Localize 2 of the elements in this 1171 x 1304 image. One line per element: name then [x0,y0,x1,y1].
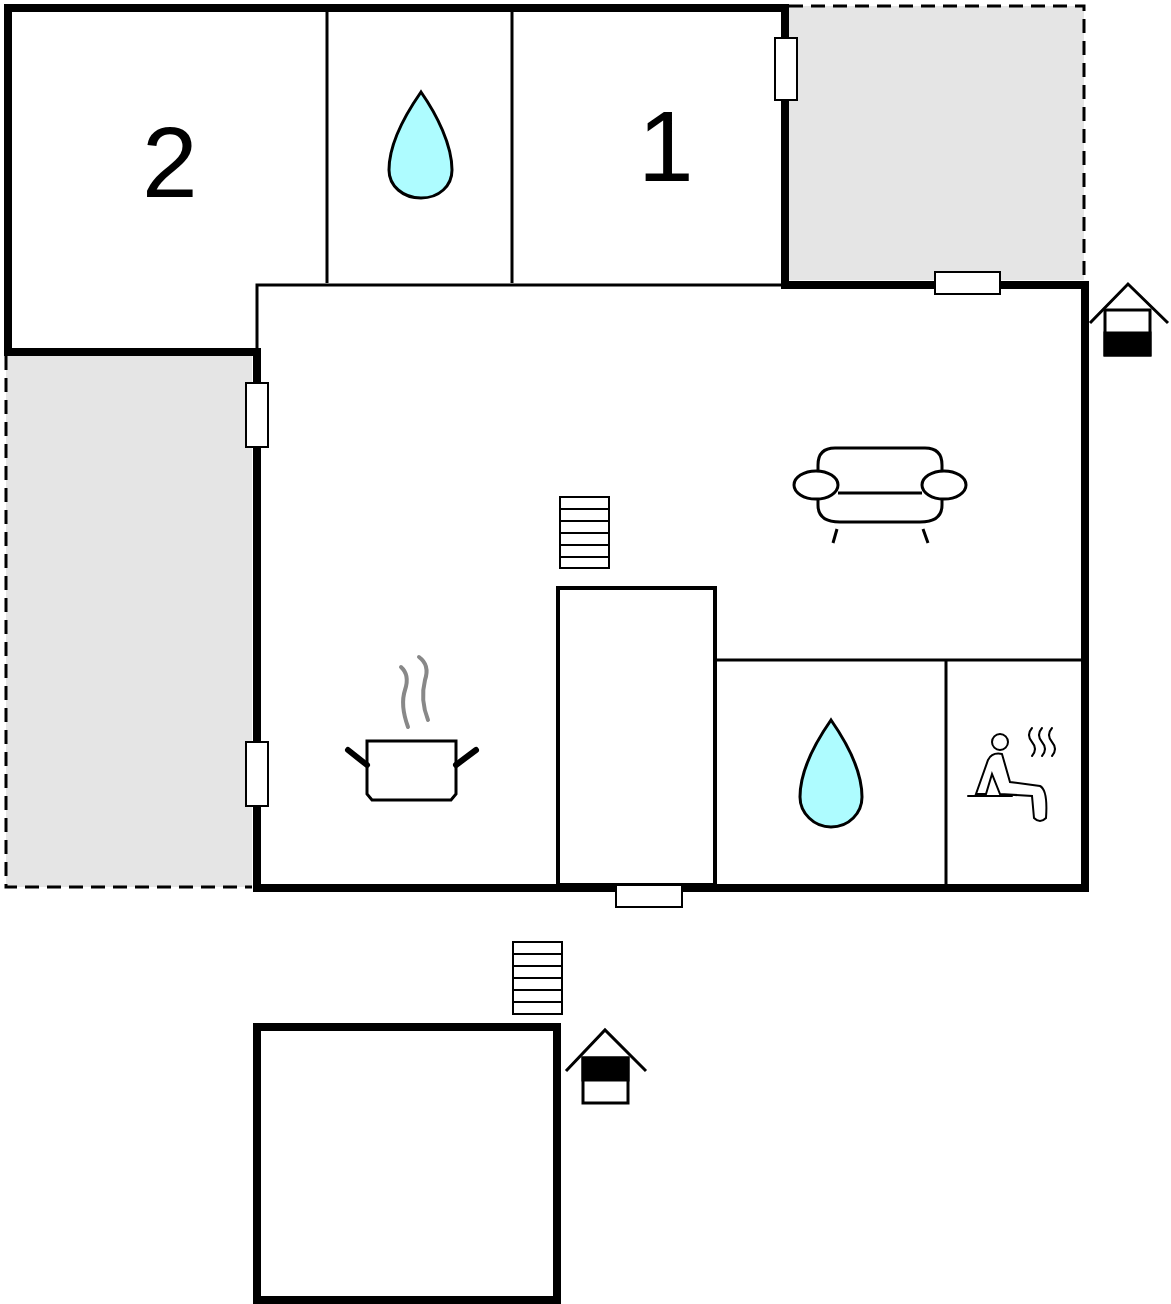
room-number: 2 [142,112,198,212]
room-number: 1 [638,96,694,196]
